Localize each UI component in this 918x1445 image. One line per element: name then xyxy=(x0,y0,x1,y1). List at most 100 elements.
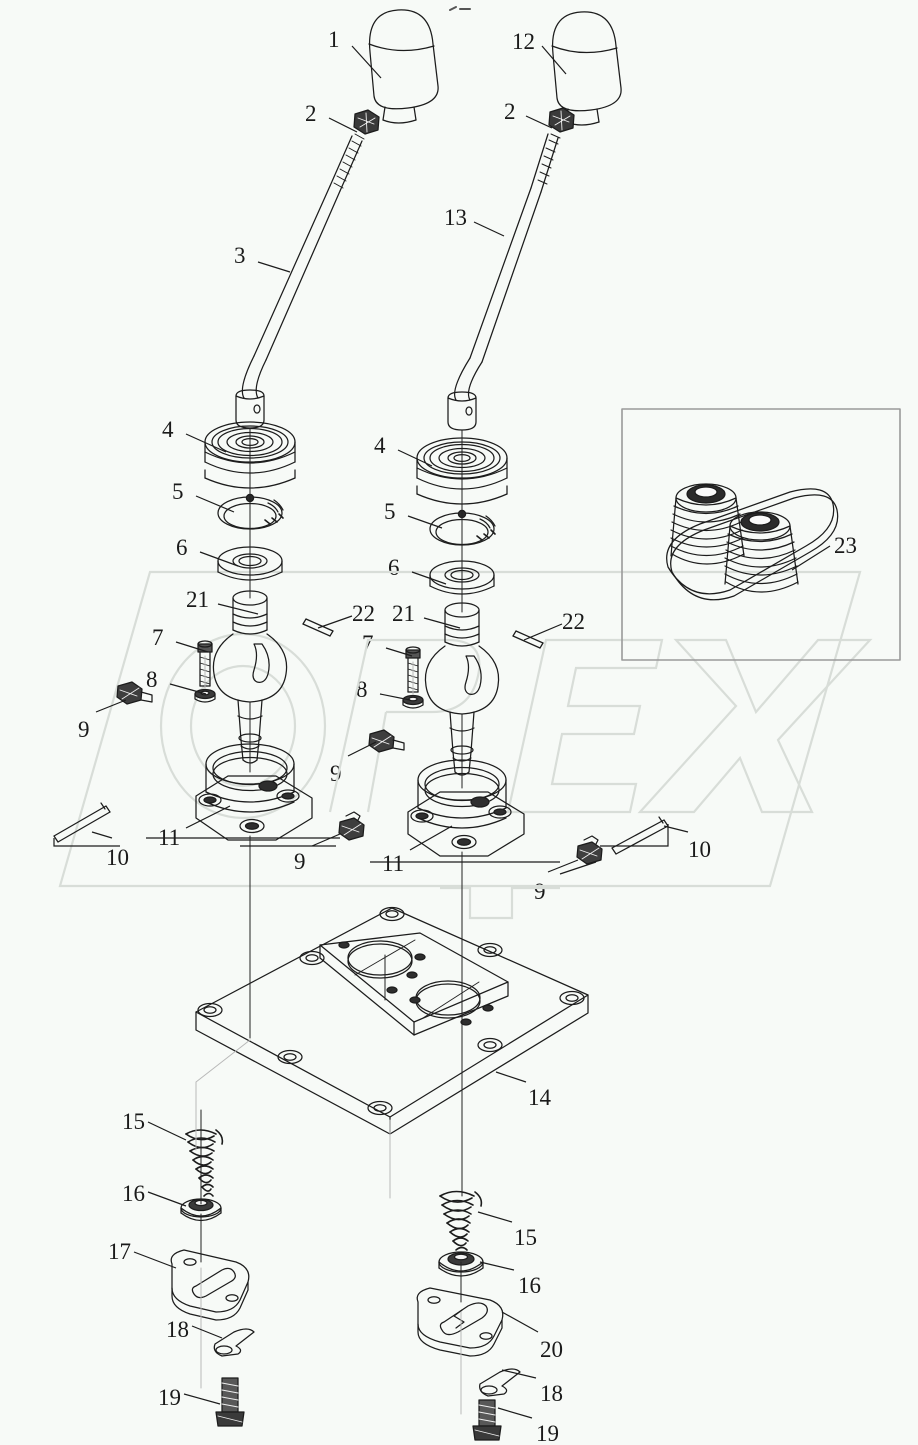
callout-number-22: 22 xyxy=(352,601,375,626)
inset-box-frame xyxy=(621,408,901,661)
leader-line-11 xyxy=(409,825,453,851)
leader-line-9 xyxy=(347,741,377,757)
part-20-detent-plate-right xyxy=(416,1287,504,1357)
callout-number-10: 10 xyxy=(688,837,711,862)
callout-number-18: 18 xyxy=(166,1317,189,1342)
leader-line-5 xyxy=(195,495,235,513)
part-9-nipple-right-lower xyxy=(576,835,603,865)
callout-number-1: 1 xyxy=(328,27,340,52)
leader-line-9 xyxy=(95,699,127,713)
part-2-lock-nut-right xyxy=(548,107,575,133)
callout-number-19: 19 xyxy=(536,1421,559,1445)
leader-line-6 xyxy=(199,551,239,567)
leader-line-10 xyxy=(91,831,113,839)
part-18-lock-tab-right xyxy=(479,1368,521,1397)
leader-line-1 xyxy=(351,45,382,79)
callout-number-19: 19 xyxy=(158,1385,181,1410)
part-10-pin-left xyxy=(53,802,111,843)
callout-number-13: 13 xyxy=(444,205,467,230)
leader-line-6 xyxy=(411,571,447,585)
callout-number-12: 12 xyxy=(512,29,535,54)
callout-number-9: 9 xyxy=(534,879,546,904)
part-9-nipple-left-upper xyxy=(116,681,153,705)
part-22-roll-pin-left xyxy=(302,618,334,637)
callout-number-6: 6 xyxy=(176,535,188,560)
part-1-knob-left xyxy=(368,9,439,124)
leader-line-13 xyxy=(473,221,505,237)
leader-line-22 xyxy=(523,623,563,641)
leader-line-14 xyxy=(495,1071,527,1083)
callout-number-9: 9 xyxy=(294,849,306,874)
callout-number-23: 23 xyxy=(834,533,857,558)
leader-line-18 xyxy=(501,1369,537,1379)
leader-line-2 xyxy=(328,117,358,133)
callout-number-15: 15 xyxy=(514,1225,537,1250)
callout-number-4: 4 xyxy=(162,417,174,442)
callout-number-21: 21 xyxy=(392,601,415,626)
part-18-lock-tab-left xyxy=(213,1328,255,1357)
leader-line-3 xyxy=(257,261,291,273)
leader-line-7 xyxy=(385,647,413,657)
leader-line-7 xyxy=(175,641,209,653)
leader-line-23 xyxy=(791,545,831,571)
leader-line-5 xyxy=(407,515,443,529)
leader-line-15 xyxy=(147,1121,187,1141)
callout-number-8: 8 xyxy=(146,667,158,692)
part-23-rubber-boot xyxy=(666,483,839,601)
part-9-nipple-left-lower xyxy=(338,811,365,841)
callout-number-8: 8 xyxy=(356,677,368,702)
leader-line-11 xyxy=(185,805,231,829)
callout-number-14: 14 xyxy=(528,1085,551,1110)
leader-line-8 xyxy=(379,693,411,701)
leader-line-19 xyxy=(183,1393,221,1405)
part-11-housing-right xyxy=(407,759,525,857)
leader-line-16 xyxy=(147,1191,187,1207)
callout-number-5: 5 xyxy=(384,499,396,524)
callout-number-9: 9 xyxy=(330,761,342,786)
part-14-cover-plate xyxy=(195,906,589,1135)
leader-line-17 xyxy=(133,1251,177,1269)
part-15-spring-right xyxy=(439,1190,483,1251)
callout-number-2: 2 xyxy=(504,99,516,124)
callout-number-11: 11 xyxy=(382,851,405,876)
assembly-centerlines xyxy=(200,427,480,1303)
callout-number-22: 22 xyxy=(562,609,585,634)
part-11-housing-left xyxy=(195,743,313,841)
leader-line-16 xyxy=(479,1261,515,1271)
callout-number-6: 6 xyxy=(388,555,400,580)
part-13-lever-rod-right xyxy=(447,133,561,431)
callout-number-18: 18 xyxy=(540,1381,563,1406)
leader-line-19 xyxy=(497,1407,533,1419)
part-19-bolt-right xyxy=(472,1399,502,1441)
leader-line-12 xyxy=(541,45,567,75)
leader-line-21 xyxy=(423,617,461,629)
leader-line-2 xyxy=(525,115,553,129)
scan-artifact-mark xyxy=(449,6,471,11)
leader-line-4 xyxy=(185,433,227,453)
leader-line-4 xyxy=(397,449,433,467)
leader-bracket-10-right xyxy=(600,824,669,847)
part-3-lever-rod-left xyxy=(235,133,365,429)
part-2-lock-nut-left xyxy=(353,109,380,135)
leader-line-9 xyxy=(547,859,579,873)
callout-number-7: 7 xyxy=(152,625,164,650)
callout-number-5: 5 xyxy=(172,479,184,504)
part-10-pin-right xyxy=(611,816,669,855)
callout-number-15: 15 xyxy=(122,1109,145,1134)
leader-line-22 xyxy=(317,615,353,629)
part-17-detent-plate-left xyxy=(170,1249,250,1321)
callout-number-9: 9 xyxy=(78,717,90,742)
bracket-leaders xyxy=(53,824,669,875)
leader-line-20 xyxy=(501,1311,539,1333)
part-8-washer-right xyxy=(402,694,424,709)
callout-number-4: 4 xyxy=(374,433,386,458)
leader-line-8 xyxy=(169,683,207,695)
callout-number-17: 17 xyxy=(108,1239,131,1264)
callout-number-2: 2 xyxy=(305,101,317,126)
callout-number-21: 21 xyxy=(186,587,209,612)
callout-number-10: 10 xyxy=(106,845,129,870)
callout-number-16: 16 xyxy=(518,1273,541,1298)
